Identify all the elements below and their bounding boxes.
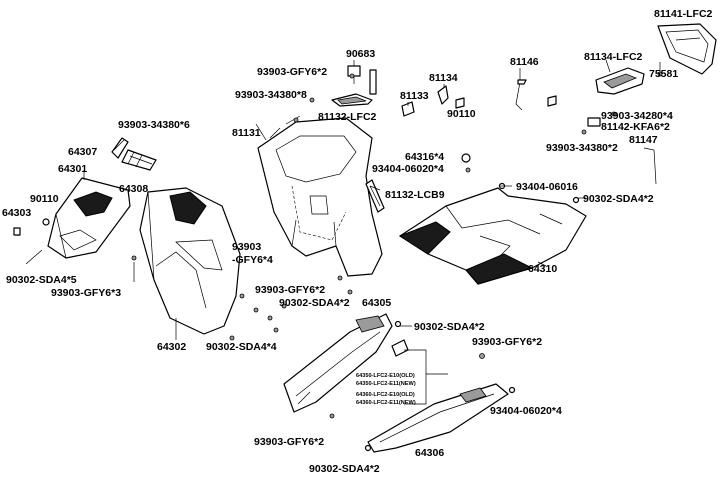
leader-lines <box>83 59 661 340</box>
label-93903-gfy6-x2-top: 93903-GFY6*2 <box>257 66 327 78</box>
label-90302-sda4-x2-c: 90302-SDA4*2 <box>414 321 485 333</box>
label-90302-sda4-x4: 90302-SDA4*4 <box>206 341 277 353</box>
part-81133-clip <box>401 101 415 117</box>
part-64305-side-panel <box>283 313 393 413</box>
part-81134-lfc2-bracket <box>595 67 645 95</box>
label-90302-sda4-x2-bot: 90302-SDA4*2 <box>309 463 380 475</box>
label-64303: 64303 <box>2 207 31 219</box>
label-93903-34380-x8: 93903-34380*8 <box>235 89 307 101</box>
part-64306-side-panel <box>367 383 509 453</box>
label-90110-left: 90110 <box>30 193 59 205</box>
screw-93903-gfy6-x3 <box>131 255 137 261</box>
label-64310: 64310 <box>528 263 557 275</box>
variant-connector <box>391 339 448 405</box>
part-90683-latch <box>347 65 377 95</box>
label-93404-06020-x4-bot: 93404-06020*4 <box>490 405 562 417</box>
label-81132-lcb9: 81132-LCB9 <box>385 189 445 201</box>
variant-label-3: 64360-LFC2-E10(OLD) <box>356 392 415 398</box>
part-81141-rear-cover <box>657 23 717 75</box>
variant-label-4: 64360-LFC2-E11(NEW) <box>356 400 416 406</box>
label-81142-kfa6-x2: 81142-KFA6*2 <box>601 121 670 133</box>
variant-label-1: 64350-LFC2-E10(OLD) <box>356 373 415 379</box>
label-81134: 81134 <box>429 72 458 84</box>
label-93404-06016: 93404-06016 <box>516 181 578 193</box>
grommet-64316 <box>461 153 471 163</box>
part-labels: 81141-LFC2 81134-LFC2 75581 81146 90683 … <box>2 8 713 475</box>
part-81132-lfc2 <box>331 93 373 107</box>
part-81131-inner-body <box>257 115 383 277</box>
label-93903: 93903 <box>232 241 261 253</box>
label-64306: 64306 <box>415 447 444 459</box>
part-64301-front-cover <box>47 177 131 259</box>
label-64302: 64302 <box>157 341 186 353</box>
label-81147: 81147 <box>629 134 658 146</box>
label-93903-34380-x2: 93903-34380*2 <box>546 142 618 154</box>
label-90302-sda4-x5: 90302-SDA4*5 <box>6 274 77 286</box>
label-gfy6-x4: -GFY6*4 <box>232 254 273 266</box>
part-81132-lcb9 <box>365 179 385 213</box>
screw-90110-left <box>42 218 50 226</box>
part-64310-floor-panel <box>398 187 587 285</box>
label-90683: 90683 <box>346 48 375 60</box>
part-81142-clip <box>587 117 601 127</box>
label-81133: 81133 <box>400 90 429 102</box>
screw-90302-sda4-x2-c <box>394 320 402 328</box>
part-81147-rod <box>643 147 657 185</box>
label-81131: 81131 <box>232 127 261 139</box>
label-93903-gfy6-x2-r: 93903-GFY6*2 <box>472 336 542 348</box>
label-90302-sda4-x2-mid: 90302-SDA4*2 <box>279 297 350 309</box>
label-93903-gfy6-x2-bot: 93903-GFY6*2 <box>254 436 324 448</box>
label-93903-34380-x6: 93903-34380*6 <box>118 119 190 131</box>
part-81146-rod <box>515 79 557 111</box>
part-81134-hook <box>437 85 465 109</box>
label-75581: 75581 <box>649 68 678 80</box>
label-93903-gfy6-x3: 93903-GFY6*3 <box>51 287 121 299</box>
label-93903-34280-x4: 93903-34280*4 <box>601 110 673 122</box>
label-93903-gfy6-x2-mid: 93903-GFY6*2 <box>255 284 325 296</box>
label-64316-x4: 64316*4 <box>405 151 444 163</box>
label-81132-lfc2: 81132-LFC2 <box>318 111 377 123</box>
label-90110-top: 90110 <box>447 108 476 120</box>
fasteners <box>13 71 663 452</box>
label-93404-06020-x4-top: 93404-06020*4 <box>372 163 444 175</box>
variant-label-2: 64350-LFC2-E11(NEW) <box>356 381 416 387</box>
label-81141-lfc2: 81141-LFC2 <box>654 8 713 20</box>
label-81134-lfc2: 81134-LFC2 <box>584 51 643 63</box>
label-81146: 81146 <box>510 56 539 68</box>
screw-93903-gfy6-x4 <box>239 293 245 299</box>
part-64308-mesh <box>121 149 157 171</box>
label-64307: 64307 <box>68 146 97 158</box>
label-64305: 64305 <box>362 297 391 309</box>
part-64307-bracket <box>111 137 129 159</box>
part-64302-inner-shield <box>139 187 241 335</box>
label-64308: 64308 <box>119 183 148 195</box>
label-90302-sda4-x2-right: 90302-SDA4*2 <box>583 193 654 205</box>
clip-64303 <box>13 227 21 236</box>
label-64301: 64301 <box>58 163 87 175</box>
